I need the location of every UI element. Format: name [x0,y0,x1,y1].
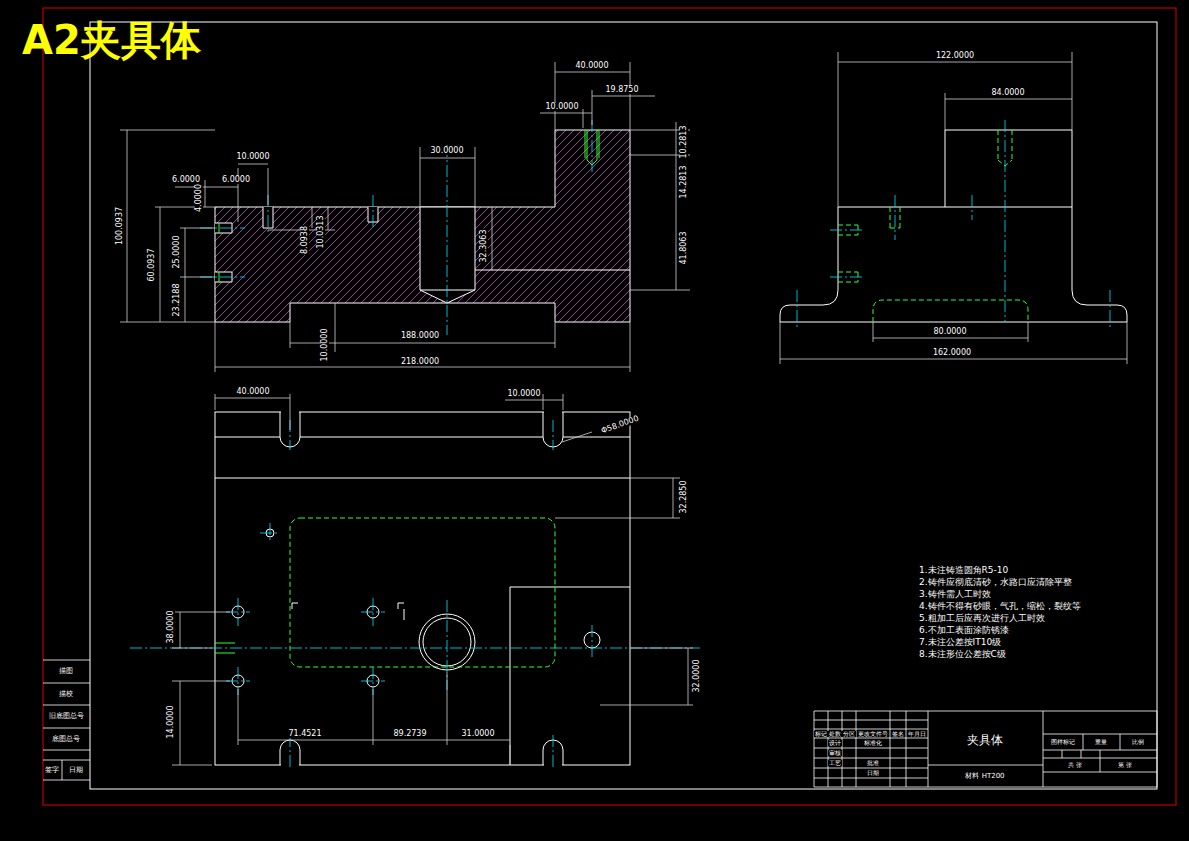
dimension-line [780,52,1127,364]
dimension-text: 23.2188 [173,282,181,317]
hidden-recess [290,518,555,667]
dimension-text: 19.8750 [604,86,639,94]
technical-note: 2.铸件应彻底清砂，水路口应清除平整 [918,578,1073,587]
dimension-text: 32.3063 [480,228,488,263]
technical-note: 1.未注铸造圆角R5-10 [918,566,1009,575]
title-block-cell: 批准 [866,760,880,766]
dimension-text: 32.2850 [680,479,688,514]
side-strip-cell: 日期 [68,767,84,774]
title-block-grid [814,711,1157,787]
dimension-text: 71.4521 [287,730,322,738]
dimension-text: 10.0000 [235,153,270,161]
title-block-cell: 图样标记 [1050,739,1076,745]
technical-note: 4.铸件不得有砂眼，气孔，缩松，裂纹等 [918,602,1082,611]
title-block-cell: 第 张 [1117,762,1133,768]
plan-outline [215,412,630,765]
title-block-cell: 审核 [828,750,842,756]
outer-frame [43,8,1176,805]
title-block-cell: 处数 [828,731,842,737]
dimension-text: 40.0000 [574,62,609,70]
dimension-text: 188.0000 [400,332,440,340]
dimension-text: 25.0000 [173,234,181,269]
center-line [797,120,1110,330]
dimension-text: 10.0313 [317,214,325,249]
dimension-text: 10.2813 [680,124,688,159]
side-strip-cell: 旧底图总号 [48,713,85,720]
dimension-text: 38.0000 [167,609,175,644]
dimension-text: 84.0000 [990,89,1025,97]
title-block-cell: 更改文件号 [857,731,889,737]
dimension-text: 31.0000 [460,730,495,738]
center-line [130,420,700,770]
hidden-line [838,130,1028,322]
side-strip-grid [43,660,90,780]
title-block-cell: 分区 [842,731,856,737]
dimension-text: 4.0000 [195,183,203,213]
title-block-cell: 设计 [828,740,842,746]
title-block-cell: 签名 [891,731,905,737]
bolt-hole [232,529,600,687]
front-section [215,130,630,322]
side-strip-cell: 描图 [58,668,74,675]
technical-note: 6.不加工表面涂防锈漆 [918,626,1010,635]
dimension-text: 30.0000 [429,147,464,155]
counterbore-hole [420,207,475,303]
sheet-title: A2夹具体 [22,18,201,62]
title-block-cell: 工艺 [828,760,842,766]
dimension-line [172,394,693,765]
title-block-cell: 年月日 [907,731,927,737]
slot-mask [281,410,562,767]
dimension-text: 32.0000 [693,658,701,693]
dimension-text: 40.0000 [235,388,270,396]
tapped-hole [215,207,378,282]
dimension-text: 10.0000 [544,103,579,111]
dimension-text: 89.2739 [392,730,427,738]
inner-frame [90,22,1157,789]
dimension-text: 80.0000 [932,328,967,336]
title-block-cell: 夹具体 [966,734,1004,746]
dimension-text: 14.2813 [680,164,688,199]
dimension-text: 14.0000 [167,704,175,739]
title-block-cell: 共 张 [1067,762,1083,768]
side-strip-cell: 签字 [44,767,60,774]
technical-note: 7.未注公差按IT10级 [918,638,1002,647]
dimension-line [120,62,690,372]
title-block-cell: 日期 [866,770,880,776]
side-strip-cell: 底图总号 [51,736,81,743]
title-block-cell: 标准化 [863,740,883,746]
title-block-cell: 重量 [1094,739,1108,745]
dimension-text: 60.0937 [148,247,156,282]
section-edge [420,270,630,290]
title-block-cell: 标记 [814,731,828,737]
dimension-text: 41.8063 [680,230,688,265]
slot-edge [215,412,630,765]
dimension-text: 218.0000 [400,358,440,366]
side-strip-cell: 描校 [58,691,74,698]
dimension-text: 10.0000 [321,327,329,362]
technical-note: 8.未注形位公差按C级 [918,650,1007,659]
thread-line [219,130,599,282]
dimension-text: Φ58.0000 [599,414,641,436]
dimension-text: 10.0000 [506,390,541,398]
dimension-text: 8.0938 [301,225,309,255]
technical-note: 5.粗加工后应再次进行人工时效 [918,614,1046,623]
title-block-cell: 材料 HT200 [964,773,1005,780]
dimension-text: 162.0000 [932,349,972,357]
technical-note: 3.铸件需人工时效 [918,590,992,599]
center-line [200,120,592,335]
dimension-text: 122.0000 [935,52,975,60]
dimension-text: 6.0000 [221,176,251,184]
dimension-text: 100.0937 [116,206,124,246]
title-block-cell: 比例 [1131,739,1145,745]
side-view-outline [780,130,1127,322]
